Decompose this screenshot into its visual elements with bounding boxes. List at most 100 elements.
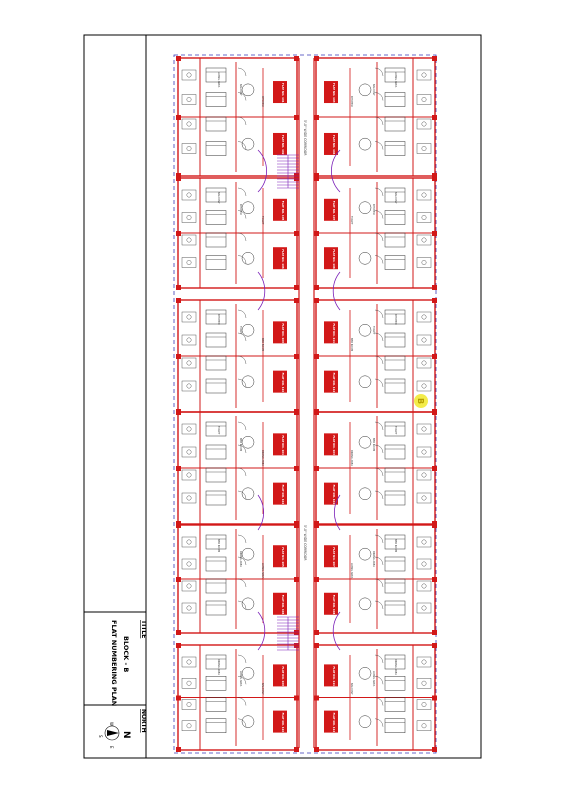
plan-name: FLAT NUMBERING PLAN	[110, 620, 118, 706]
svg-text:LIVING AREA: LIVING AREA	[394, 72, 397, 88]
flat-number-tag	[273, 198, 287, 221]
svg-text:TOILET: TOILET	[350, 216, 353, 225]
flat-number-tag	[324, 132, 338, 155]
svg-text:KITCHEN: KITCHEN	[239, 204, 242, 215]
svg-text:FLAT NO. 110: FLAT NO. 110	[281, 713, 285, 733]
svg-text:KITCHEN: KITCHEN	[217, 314, 220, 325]
svg-text:BED ROOM: BED ROOM	[372, 438, 375, 451]
svg-text:FLAT NO. 101: FLAT NO. 101	[281, 83, 285, 103]
flat-number-tag	[273, 664, 287, 687]
svg-text:BALCONY: BALCONY	[350, 683, 353, 695]
svg-text:BALCONY: BALCONY	[394, 192, 397, 204]
flat-number-tag	[324, 433, 338, 456]
flat-number-tag	[324, 482, 338, 505]
svg-text:FLAT NO. 111: FLAT NO. 111	[332, 666, 336, 686]
title-label: TITLE	[140, 620, 147, 638]
svg-text:DINING AREA: DINING AREA	[372, 551, 375, 567]
svg-text:TOILET: TOILET	[261, 216, 264, 225]
svg-text:FLAT NO. 106: FLAT NO. 106	[281, 595, 285, 615]
svg-text:KITCHEN: KITCHEN	[261, 96, 264, 107]
flat-number-tag	[324, 370, 338, 393]
svg-text:DINING AREA: DINING AREA	[261, 450, 264, 466]
flat-number-tag	[273, 247, 287, 270]
flat-number-tag	[273, 81, 287, 104]
svg-text:DINING AREA: DINING AREA	[350, 450, 353, 466]
flat-number-tag	[273, 710, 287, 733]
flat-number-tag	[273, 592, 287, 615]
svg-text:FLAT NO. 112: FLAT NO. 112	[332, 713, 336, 733]
svg-text:BALCONY: BALCONY	[217, 192, 220, 204]
svg-text:FLAT NO. 108: FLAT NO. 108	[332, 249, 336, 269]
flat-number-tag	[324, 321, 338, 344]
svg-text:LIVING AREA: LIVING AREA	[239, 671, 242, 687]
svg-text:FLAT NO. 105: FLAT NO. 105	[281, 547, 285, 567]
svg-text:BED ROOM: BED ROOM	[239, 438, 242, 451]
flat-number-tag	[324, 664, 338, 687]
svg-text:FLAT NO. 101: FLAT NO. 101	[281, 435, 285, 455]
block-marker-letter: B	[416, 398, 425, 404]
flat-number-tag	[324, 545, 338, 568]
svg-text:FLAT NO. 102: FLAT NO. 102	[281, 485, 285, 505]
corridor: 5'-0" WIDE CORRIDOR 5'-0" WIDE CORRIDOR	[298, 58, 315, 748]
svg-text:FLAT NO. 103: FLAT NO. 103	[332, 83, 336, 103]
svg-text:FLAT NO. 105: FLAT NO. 105	[281, 201, 285, 221]
svg-text:FLAT NO. 108: FLAT NO. 108	[332, 595, 336, 615]
svg-text:LIVING AREA: LIVING AREA	[372, 671, 375, 687]
svg-text:BED ROOM: BED ROOM	[350, 338, 353, 351]
svg-text:FLAT NO. 110: FLAT NO. 110	[281, 373, 285, 393]
svg-text:DINING AREA: DINING AREA	[239, 551, 242, 567]
sheet-border	[83, 34, 482, 759]
corridor-label-2: 5'-0" WIDE CORRIDOR	[303, 525, 307, 561]
svg-text:FLAT NO. 103: FLAT NO. 103	[332, 435, 336, 455]
svg-text:BED ROOM: BED ROOM	[394, 539, 397, 552]
title-block: TITLE BLOCK - B FLAT NUMBERING PLAN NORT…	[110, 620, 147, 733]
flat-number-tag	[324, 710, 338, 733]
flat-unit: DINING AREA LIVING AREA BALCONY FLAT NO. 10…	[176, 643, 299, 752]
flat-number-tag	[273, 132, 287, 155]
flat-number-tag	[273, 545, 287, 568]
svg-text:BALCONY: BALCONY	[261, 683, 264, 695]
flat-unit: LIVING AREA BALCONY KITCHEN FLAT NO. 103FLA…	[314, 56, 437, 178]
svg-text:BED ROOM: BED ROOM	[217, 539, 220, 552]
north-arrow-icon: N S W E	[98, 722, 131, 749]
svg-text:FLAT NO. 104: FLAT NO. 104	[332, 135, 336, 155]
flat-number-tag	[324, 247, 338, 270]
svg-text:LIVING AREA: LIVING AREA	[217, 72, 220, 88]
flat-number-tag	[273, 321, 287, 344]
svg-text:KITCHEN: KITCHEN	[350, 96, 353, 107]
flat-unit: BED ROOM DINING AREA LIVING AREA FLAT NO. 1…	[314, 523, 437, 635]
svg-text:DINING AREA: DINING AREA	[217, 659, 220, 675]
block-name: BLOCK - B	[122, 636, 130, 672]
svg-text:BALCONY: BALCONY	[372, 84, 375, 96]
svg-text:KITCHEN: KITCHEN	[372, 204, 375, 215]
staircase-top	[257, 149, 341, 193]
staircase-middle	[257, 271, 341, 311]
svg-text:TOILET: TOILET	[239, 326, 242, 335]
svg-text:TOILET: TOILET	[394, 426, 397, 435]
compass-e: E	[109, 746, 114, 749]
staircase-bottom	[257, 611, 341, 651]
svg-text:FLAT NO. 102: FLAT NO. 102	[281, 135, 285, 155]
staircase-lower-mid	[257, 494, 341, 531]
corridor-label-1: 5'-0" WIDE CORRIDOR	[303, 120, 307, 156]
flat-number-tag	[273, 433, 287, 456]
block-marker: B	[414, 394, 428, 408]
svg-text:FLAT NO. 111: FLAT NO. 111	[332, 323, 336, 343]
svg-text:FLAT NO. 109: FLAT NO. 109	[281, 666, 285, 686]
svg-text:BED ROOM: BED ROOM	[261, 338, 264, 351]
flat-number-tag	[324, 81, 338, 104]
svg-text:LIVING AREA: LIVING AREA	[350, 563, 353, 579]
compass-w: W	[109, 722, 114, 726]
svg-text:FLAT NO. 112: FLAT NO. 112	[332, 373, 336, 393]
